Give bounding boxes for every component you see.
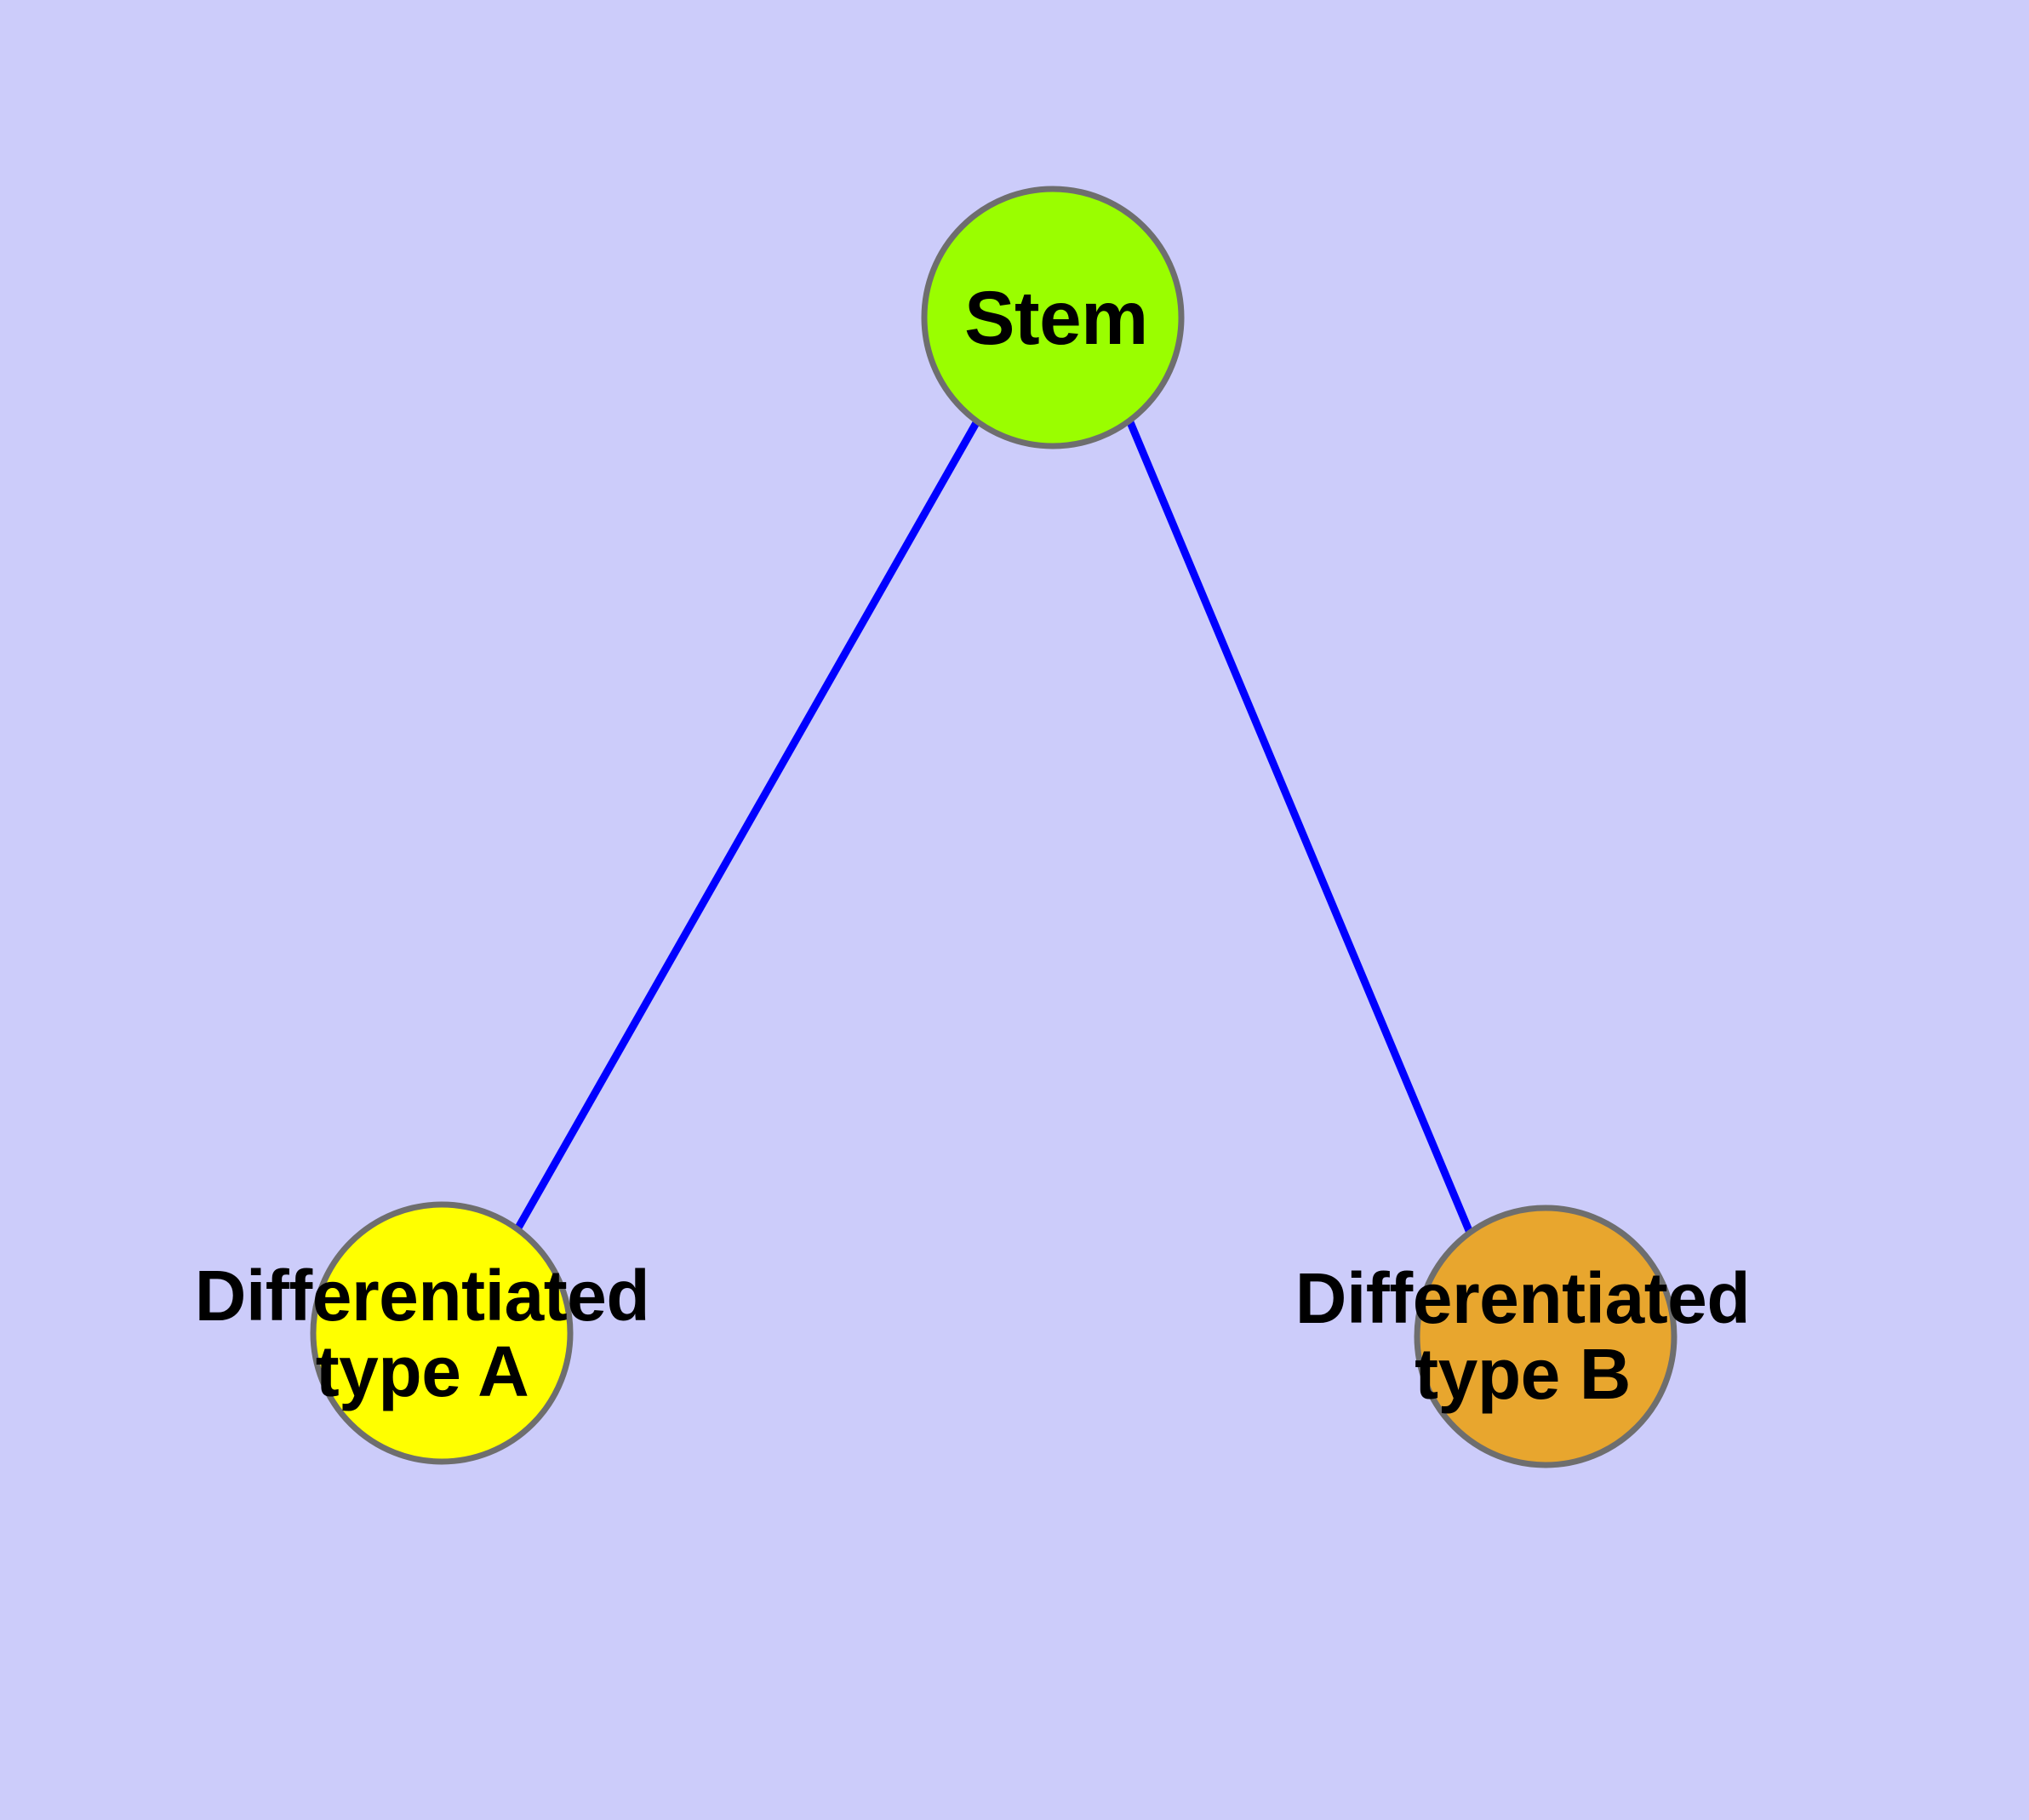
edge-stem-to-diff-a[interactable] — [514, 419, 980, 1232]
node-stem[interactable] — [921, 186, 1185, 449]
edge-stem-to-diff-b[interactable] — [1126, 421, 1474, 1234]
node-differentiated-type-a[interactable] — [310, 1201, 574, 1465]
node-layer — [310, 186, 1677, 1468]
node-differentiated-type-b[interactable] — [1414, 1205, 1677, 1468]
edge-layer — [514, 419, 1474, 1234]
